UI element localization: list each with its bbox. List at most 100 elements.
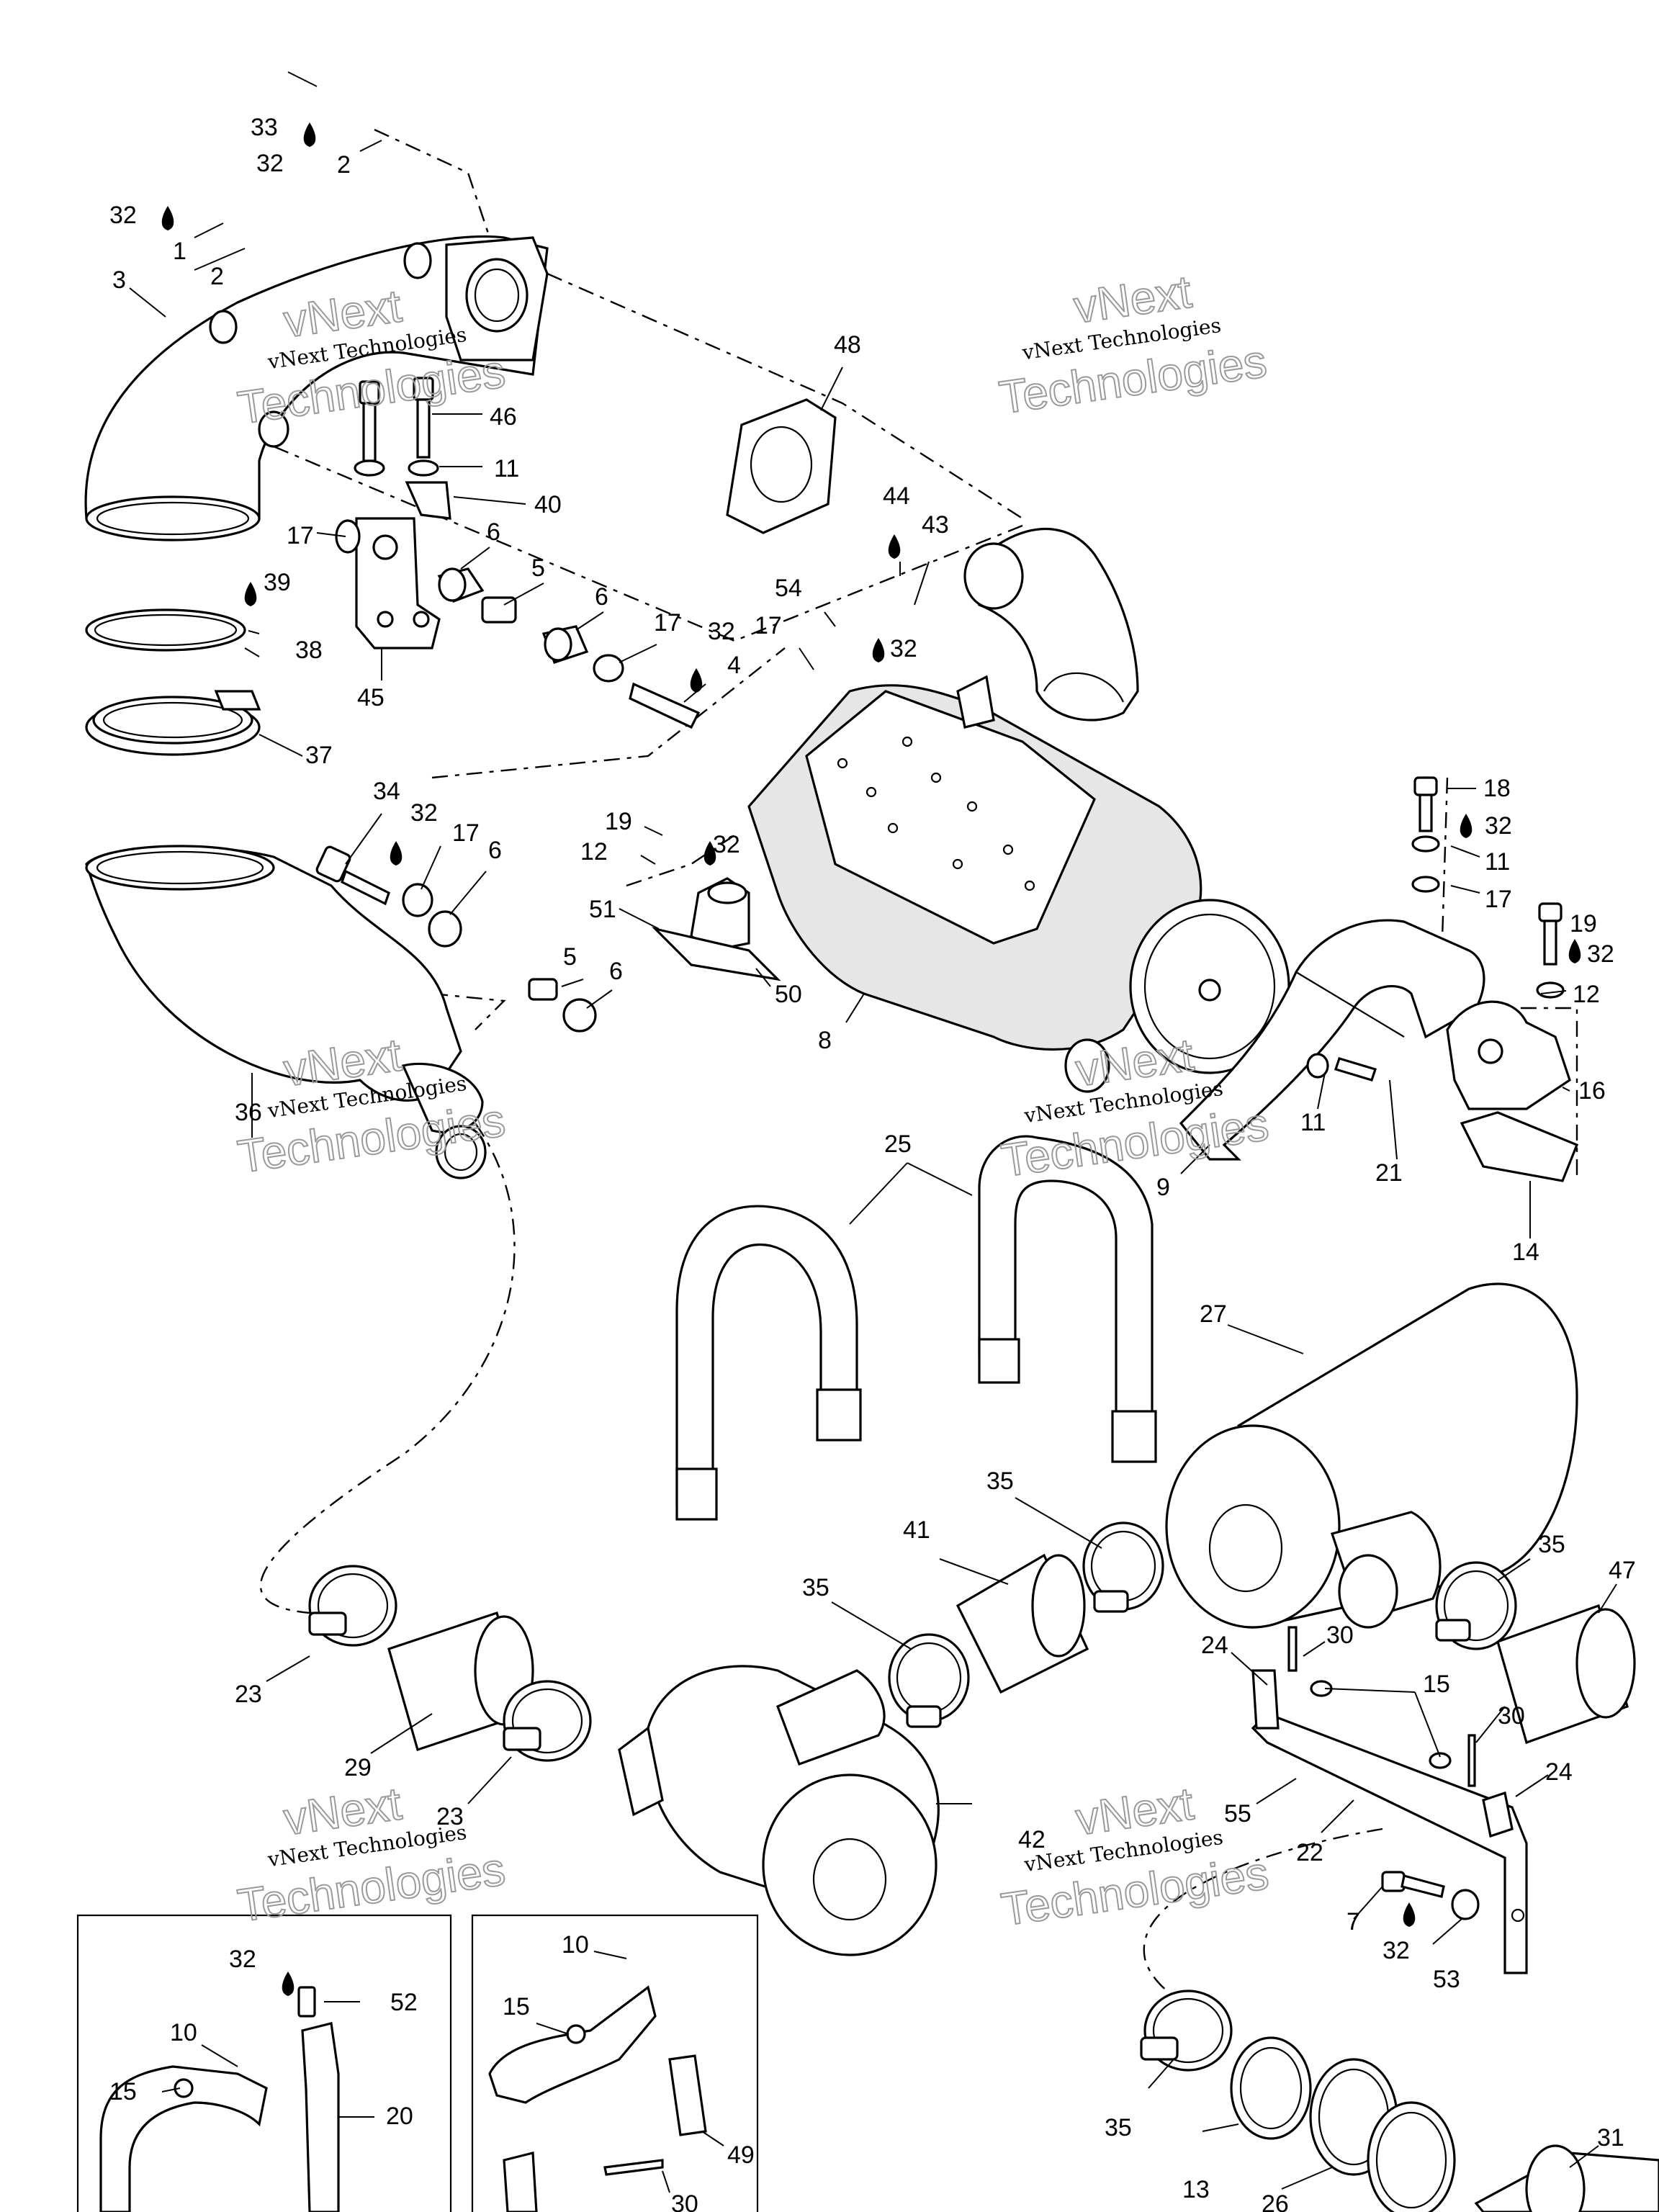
callout-9: 9	[1156, 1174, 1170, 1201]
callout-44: 44	[883, 482, 910, 510]
callout-3: 3	[112, 266, 126, 294]
callout-2: 2	[210, 263, 224, 290]
inset-box-right	[471, 1914, 759, 2212]
callout-19: 19	[605, 808, 632, 835]
callout-8: 8	[818, 1027, 832, 1054]
callout-labels: 33 32 2 32 1 2 3 48 46 11 40 17 6 5 6 17…	[109, 114, 1636, 2212]
part-strap-25-right	[978, 1135, 1157, 1463]
oil-drop-icon	[1568, 939, 1581, 963]
part-spacers-row	[437, 567, 701, 729]
callout-32: 32	[890, 635, 917, 662]
callout-50: 50	[775, 981, 802, 1008]
callout-5: 5	[531, 554, 545, 582]
part-tube-31	[1474, 2144, 1659, 2212]
part-bolt-18	[1411, 776, 1440, 893]
callout-26: 26	[1262, 2190, 1289, 2212]
part-strap-25-left	[675, 1205, 862, 1521]
callout-46: 46	[490, 403, 517, 431]
part-bolt-21	[1306, 1053, 1377, 1082]
part-gasket-48	[726, 398, 837, 534]
callout-4: 4	[727, 652, 741, 679]
part-elbow-lower-36	[85, 845, 487, 1179]
callout-16: 16	[1578, 1077, 1606, 1105]
callout-6: 6	[487, 518, 500, 546]
oil-drop-icon	[303, 122, 316, 147]
part-bolts-46	[354, 377, 451, 520]
callout-1: 1	[173, 238, 186, 265]
callout-32: 32	[1382, 1937, 1410, 1964]
callout-32: 32	[1587, 940, 1614, 968]
oil-drop-icon	[161, 206, 174, 230]
callout-40: 40	[534, 491, 562, 518]
part-clamp-35-c	[1435, 1561, 1517, 1650]
callout-15: 15	[1423, 1671, 1450, 1698]
muffler-holes	[837, 736, 1035, 891]
callout-6: 6	[609, 958, 623, 985]
part-clamp-23-top	[308, 1565, 397, 1647]
callout-32: 32	[256, 150, 284, 177]
part-muffler-8	[747, 675, 1290, 1093]
part-bracket-22	[1251, 1669, 1528, 1974]
callout-2: 2	[337, 151, 351, 179]
callout-12: 12	[580, 838, 608, 866]
inset-box-left	[76, 1914, 452, 2212]
callout-52: 52	[390, 1989, 418, 2016]
part-elbow-upper	[84, 235, 549, 541]
callout-18: 18	[1483, 775, 1511, 802]
callout-12: 12	[1573, 981, 1600, 1008]
oil-drop-icon	[282, 1972, 295, 1996]
callout-29: 29	[344, 1754, 372, 1781]
callout-36: 36	[235, 1099, 262, 1126]
callout-32: 32	[708, 618, 735, 645]
callout-32: 32	[1485, 812, 1512, 840]
callout-32: 32	[109, 202, 137, 229]
callout-35: 35	[1538, 1531, 1565, 1558]
callout-27: 27	[1200, 1300, 1227, 1328]
callout-13: 13	[1182, 2176, 1210, 2203]
oil-drop-icon	[690, 668, 703, 693]
oil-drop-icon-group	[161, 122, 1581, 1996]
oil-drop-icon	[1460, 814, 1473, 838]
oil-drop-icon	[390, 841, 403, 866]
callout-15: 15	[109, 2078, 137, 2105]
part-screws-15-30	[1287, 1626, 1476, 1787]
callout-14: 14	[1512, 1238, 1539, 1266]
callout-49: 49	[727, 2141, 755, 2169]
part-exhaust-elbow-right	[963, 527, 1139, 721]
callout-48: 48	[834, 331, 861, 359]
callout-10: 10	[170, 2019, 197, 2046]
callout-41: 41	[903, 1516, 930, 1544]
callout-35: 35	[1105, 2114, 1132, 2141]
callout-25: 25	[884, 1130, 912, 1158]
callout-23: 23	[436, 1803, 464, 1830]
part-tube-41	[956, 1553, 1089, 1694]
callout-22: 22	[1296, 1839, 1323, 1866]
callout-17: 17	[1485, 886, 1512, 913]
part-clamp-23-bottom	[503, 1680, 592, 1762]
callout-35: 35	[802, 1574, 830, 1601]
callout-55: 55	[1224, 1800, 1251, 1827]
callout-24: 24	[1545, 1758, 1573, 1786]
callout-17: 17	[654, 609, 681, 637]
callout-47: 47	[1609, 1557, 1636, 1584]
part-clamp-35-d	[1140, 1990, 1233, 2072]
part-clamp-37	[85, 690, 261, 756]
callout-10: 10	[562, 1931, 589, 1959]
callout-53: 53	[1433, 1966, 1460, 1993]
callout-17: 17	[287, 522, 314, 549]
watermark-bottom-right: vNext vNext Technologies Technologies	[997, 1776, 1272, 1936]
callout-34: 34	[373, 778, 400, 805]
callout-23: 23	[235, 1681, 262, 1708]
callout-38: 38	[295, 637, 323, 664]
callout-35: 35	[986, 1467, 1014, 1495]
oil-drop-icon	[872, 638, 885, 662]
oil-drop-icon	[244, 582, 257, 606]
part-bolt-34	[315, 845, 597, 1033]
part-silencer-42	[618, 1665, 940, 1956]
callout-7: 7	[1346, 1908, 1360, 1936]
callout-19: 19	[1570, 910, 1597, 938]
callout-33: 33	[251, 114, 278, 141]
part-coupling-13	[1230, 2036, 1312, 2140]
callout-32: 32	[410, 799, 438, 827]
callout-45: 45	[357, 684, 385, 711]
